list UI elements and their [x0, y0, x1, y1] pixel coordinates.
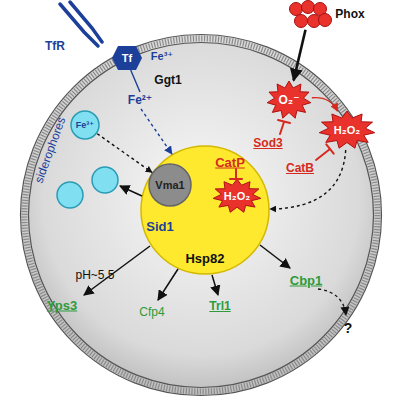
node-text: H₂O₂ [334, 125, 360, 136]
node-text: Phox [335, 8, 364, 20]
burst [213, 179, 261, 212]
circle [149, 164, 191, 206]
burst [267, 81, 311, 118]
protein-circle: Vma1 [148, 163, 192, 207]
burst [319, 111, 374, 148]
vacuole-circle: Sid1 CatP Hsp82 Vma1H₂O₂ [140, 145, 270, 275]
receptor-node: TfR [40, 2, 102, 54]
node-text: O₂⁻ [279, 94, 300, 106]
membrane-lipids [25, 39, 378, 392]
membrane-inner [29, 43, 374, 388]
node-text: CatP [215, 156, 245, 169]
node-text: H₂O₂ [224, 191, 250, 202]
hexagon [112, 46, 142, 70]
node-text: Fe³⁺ [76, 121, 94, 130]
circle [141, 146, 269, 274]
siderophore-circle: Fe³⁺ [70, 110, 100, 140]
cell-circle: pH~5.5TfFe³⁺O₂⁻H₂O₂Fe³⁺Sid1CatPHsp82Vma1… [18, 32, 384, 398]
node-text: pH~5.5 [75, 269, 114, 281]
phox-subunit [302, 1, 315, 14]
phox-subunit [290, 3, 303, 16]
receptor-chain [70, 2, 102, 42]
circle [71, 111, 99, 139]
node-outline [288, 0, 330, 30]
membrane-outer [21, 35, 382, 396]
node-text: Fe³⁺ [151, 51, 173, 62]
ros-burst: H₂O₂ [318, 110, 376, 150]
phox-subunit [295, 15, 308, 28]
node-text: Vma1 [155, 180, 184, 191]
cytoplasm [21, 35, 381, 395]
enzyme-cluster: Phox [288, 0, 330, 30]
node-text: TfR [45, 40, 65, 52]
node-text: Tf [122, 53, 132, 64]
node-text: Hsp82 [185, 252, 224, 265]
transferrin-shape: TfFe³⁺ [112, 46, 142, 70]
phox-subunit [319, 14, 332, 27]
node-text: Sid1 [146, 220, 173, 233]
ros-burst: H₂O₂ [212, 178, 262, 214]
ros-burst: O₂⁻ [266, 80, 312, 120]
